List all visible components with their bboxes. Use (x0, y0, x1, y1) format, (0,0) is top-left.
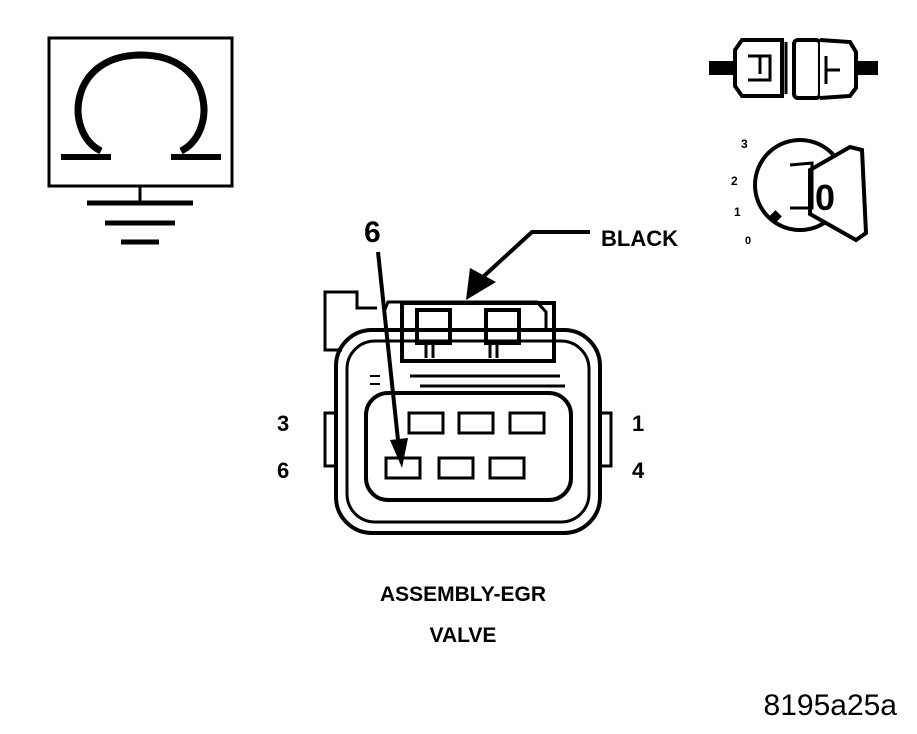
ignition-key-off-icon: 3 2 1 0 0 (731, 137, 869, 247)
black-callout-arrow (466, 230, 590, 300)
figure-id: 8195a25a (764, 689, 898, 722)
pin-label-4: 4 (632, 458, 645, 483)
egr-connector-face (323, 290, 613, 535)
pin-label-3: 3 (277, 411, 289, 436)
ground-icon (87, 186, 193, 245)
cavity-2 (457, 411, 495, 435)
cavity-3 (407, 411, 445, 435)
caption-line-1: ASSEMBLY-EGR (380, 583, 546, 606)
cavity-1 (508, 411, 546, 435)
probe-arrow (376, 251, 408, 468)
caption-line-2: VALVE (430, 624, 497, 647)
ignition-key-label: 0 (815, 177, 835, 218)
probe-pin-label: 6 (364, 216, 381, 249)
ohm-meter-icon (47, 36, 234, 188)
connector-disconnect-icon (709, 38, 878, 100)
cavity-5 (437, 456, 475, 480)
ignition-position-2: 2 (731, 174, 738, 188)
ignition-position-3: 3 (741, 137, 748, 151)
pin-label-6: 6 (277, 458, 289, 483)
cavity-4 (488, 456, 526, 480)
connector-color-label: BLACK (601, 226, 678, 251)
pin-label-1: 1 (632, 411, 644, 436)
ignition-position-0: 0 (745, 235, 751, 247)
ignition-position-1: 1 (734, 205, 741, 219)
